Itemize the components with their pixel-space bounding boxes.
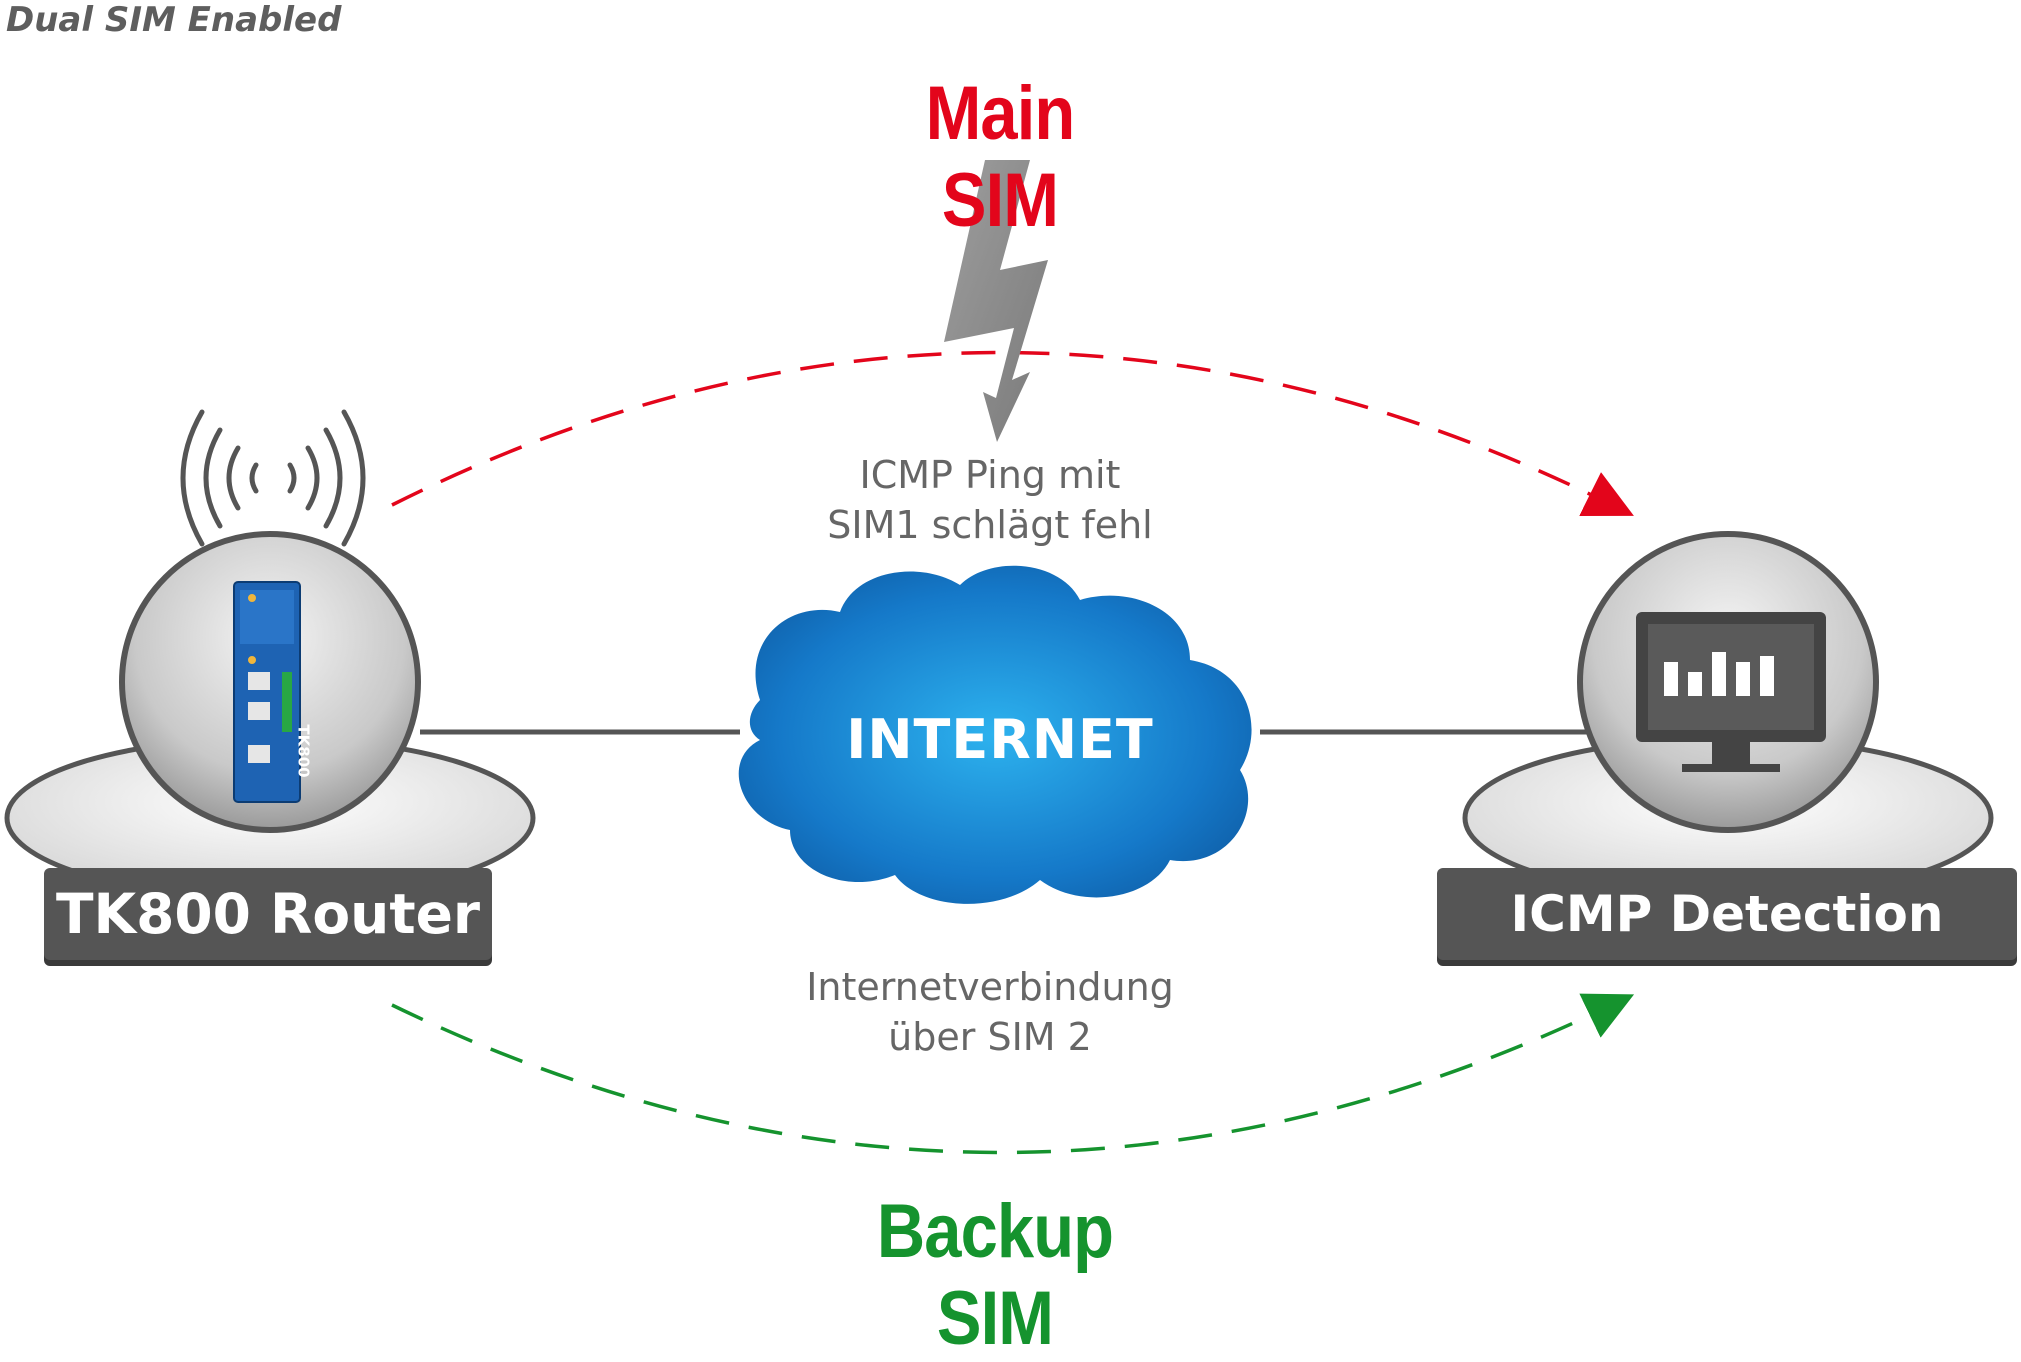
router-device-icon — [233, 581, 301, 803]
ping-note: ICMP Ping mit SIM1 schlägt fehl — [780, 450, 1200, 550]
ping-note-line1: ICMP Ping mit — [859, 453, 1121, 497]
cloud-icon — [738, 565, 1252, 904]
lightning-bolt-icon — [944, 160, 1048, 442]
page-title: Dual SIM Enabled — [6, 0, 342, 40]
backup-note-line2: über SIM 2 — [888, 1015, 1092, 1059]
monitor-chart-icon — [1636, 612, 1826, 772]
ping-note-line2: SIM1 schlägt fehl — [827, 503, 1153, 547]
router-device-text: TK800 — [294, 724, 313, 778]
backup-sim-label: Backup SIM — [876, 1189, 1114, 1361]
network-diagram — [4, 160, 1994, 1155]
server-label: ICMP Detection Server — [1437, 868, 2017, 1035]
wireless-signal-icon — [180, 409, 366, 547]
backup-sim-path — [391, 993, 1635, 1155]
backup-note-line1: Internetverbindung — [806, 965, 1174, 1009]
main-sim-label: Main SIM — [925, 71, 1076, 243]
router-label: TK800 Router — [44, 868, 492, 960]
internet-label: INTERNET — [846, 708, 1154, 771]
backup-note: Internetverbindung über SIM 2 — [770, 962, 1210, 1062]
